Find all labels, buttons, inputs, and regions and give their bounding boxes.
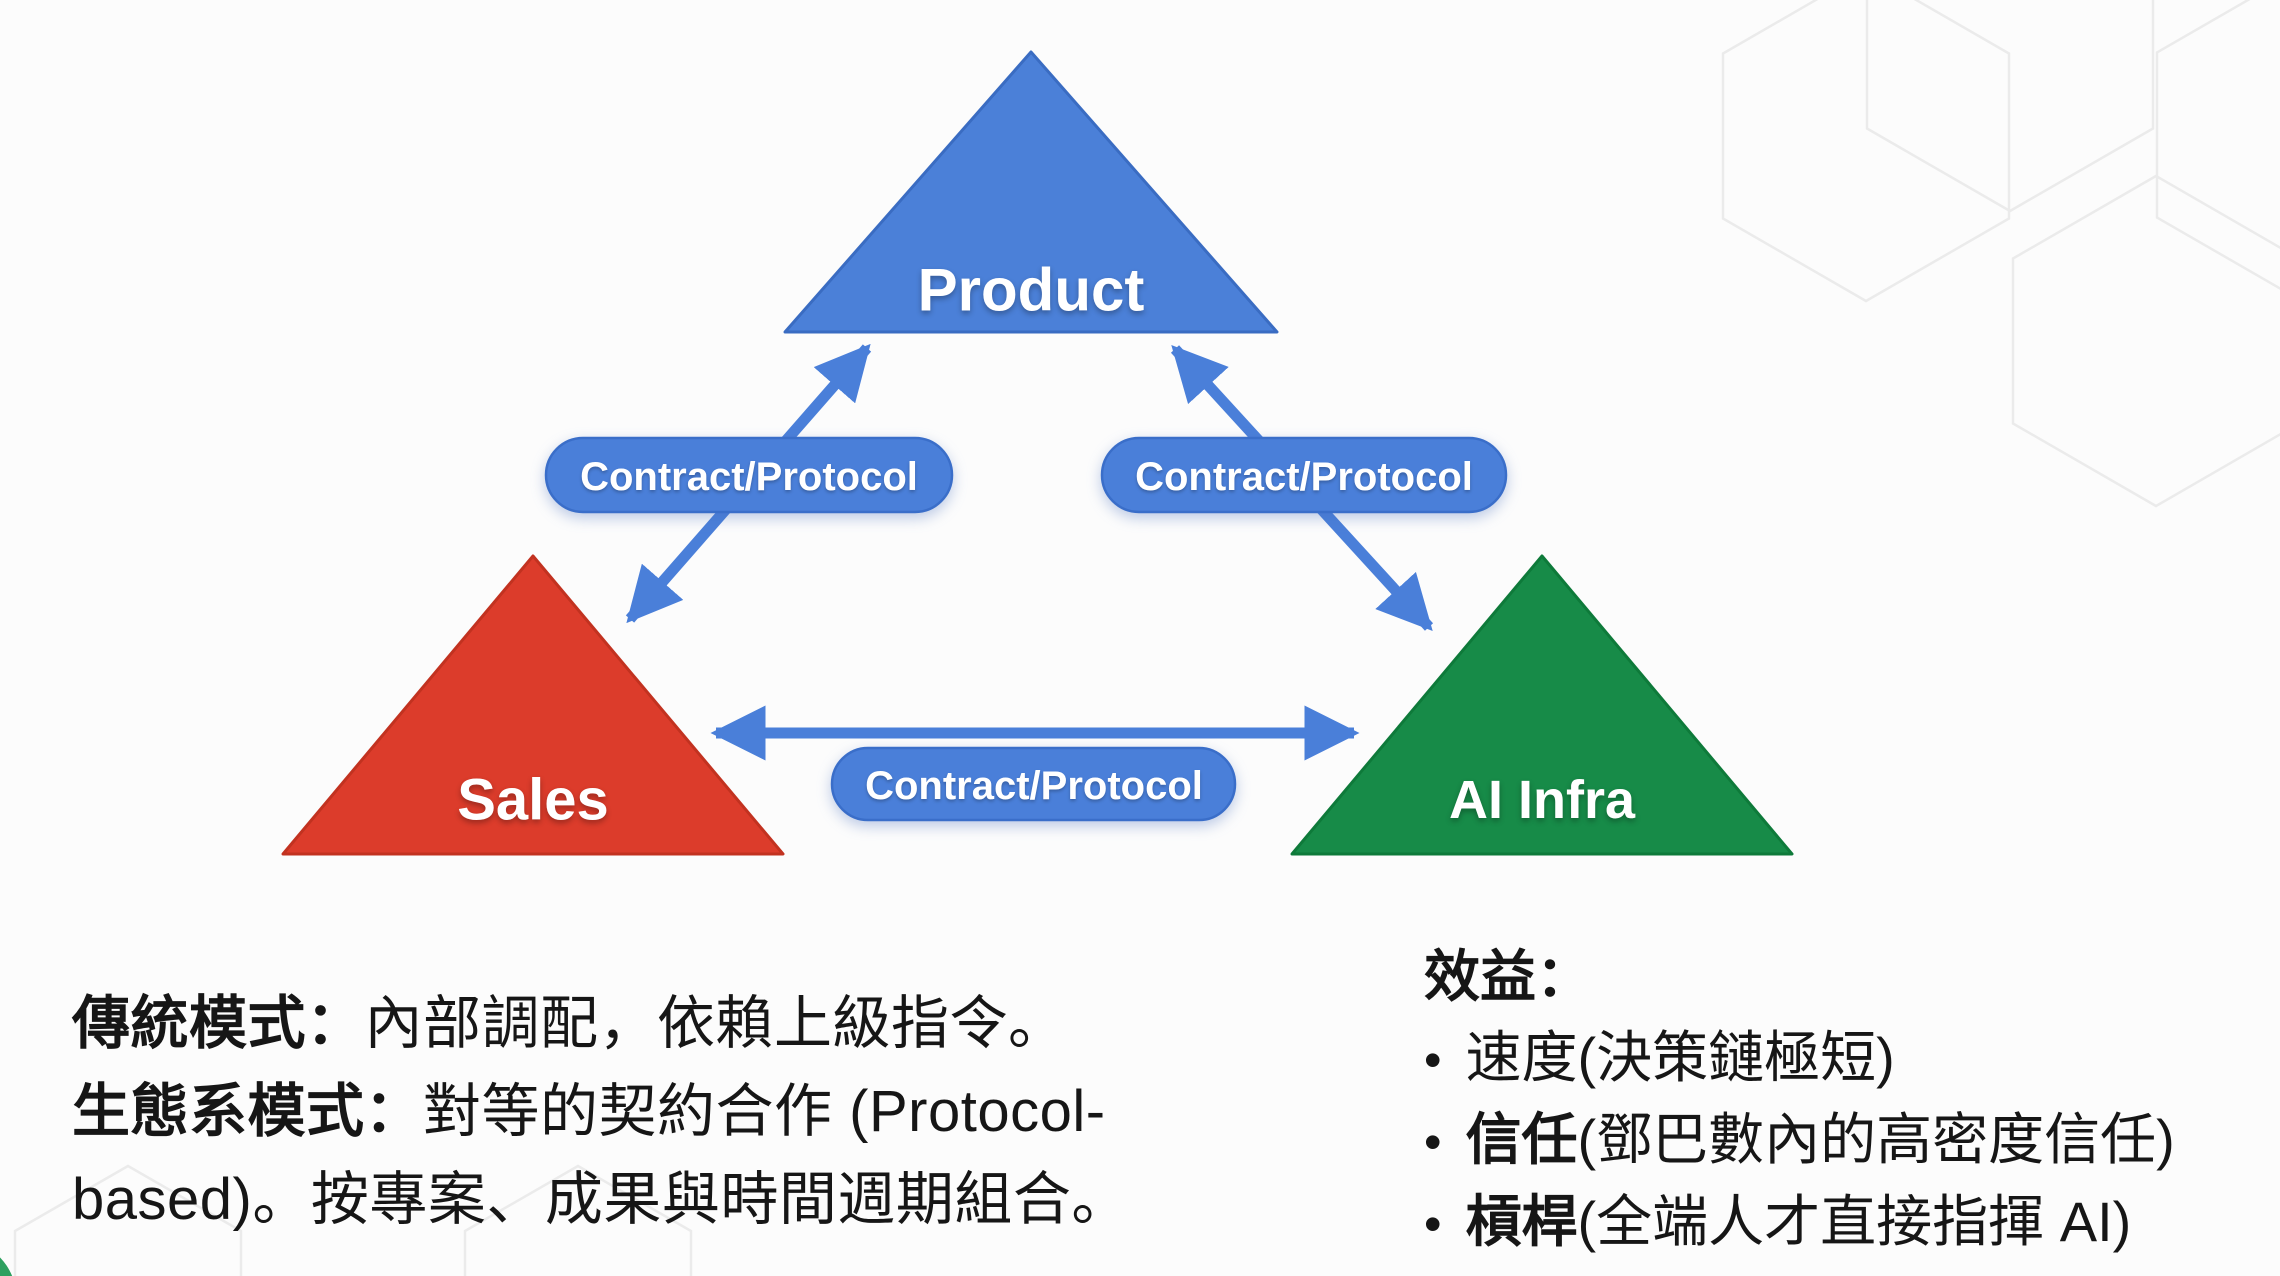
sales-label: Sales	[457, 768, 609, 833]
benefit-detail: (決策鏈極短)	[1577, 1026, 1895, 1089]
hexagon-outline	[13, 1164, 243, 1276]
benefit-detail: (鄧巴數內的高密度信任)	[1577, 1108, 2175, 1171]
traditional-mode-line: 傳統模式：內部調配，依賴上級指令。	[72, 980, 1130, 1068]
hex-cluster-top-right	[1721, 0, 2280, 508]
pill-background	[830, 746, 1237, 822]
corner-accent-shape	[0, 1257, 13, 1276]
pill-label: Contract/Protocol	[865, 764, 1203, 808]
bullet-icon: •	[1424, 1114, 1442, 1170]
benefit-term: 信任	[1465, 1108, 1578, 1171]
benefit-term: 槓桿	[1465, 1190, 1578, 1253]
node-ai-infra: AI Infra	[1290, 554, 1794, 856]
hexagon-outline	[2011, 174, 2280, 508]
benefits-title: 效益：	[1424, 945, 1592, 1008]
node-sales: Sales	[281, 554, 785, 856]
modes-note: 傳統模式：內部調配，依賴上級指令。 生態系模式：對等的契約合作 (Protoco…	[72, 980, 1130, 1244]
hexagon-outline	[1721, 0, 2011, 303]
ai-infra-triangle	[1290, 554, 1794, 856]
hexagon-outline	[463, 1164, 693, 1276]
pill-background	[544, 436, 954, 514]
ecosystem-mode-desc: 對等的契約合作 (Protocol-	[423, 1079, 1106, 1144]
benefits-list: 效益： • 速度 (決策鏈極短) • 信任 (鄧巴數內的高密度信任) • 槓桿 …	[1424, 936, 2175, 1264]
pill-label: Contract/Protocol	[1135, 455, 1473, 499]
product-label: Product	[918, 257, 1145, 324]
bullet-icon: •	[1424, 1196, 1442, 1252]
ecosystem-mode-desc-cont: based)。按專案、成果與時間週期組合。	[72, 1167, 1130, 1232]
pill-background	[1100, 436, 1508, 514]
ai-infra-label: AI Infra	[1449, 770, 1636, 830]
traditional-mode-desc: 內部調配，依賴上級指令。	[364, 991, 1067, 1056]
benefit-detail: (全端人才直接指揮 AI)	[1577, 1190, 2132, 1253]
hexagon-outline	[1865, 0, 2155, 213]
benefit-item-speed: • 速度 (決策鏈極短)	[1424, 1018, 2175, 1100]
bullet-icon: •	[1424, 1032, 1442, 1088]
benefit-item-leverage: • 槓桿 (全端人才直接指揮 AI)	[1424, 1182, 2175, 1264]
benefit-term: 速度	[1465, 1026, 1578, 1089]
pill-sales-ai-infra: Contract/Protocol	[830, 746, 1237, 822]
node-product: Product	[783, 50, 1279, 334]
ecosystem-mode-term: 生態系模式：	[72, 1079, 424, 1144]
pill-sales-product: Contract/Protocol	[544, 436, 954, 514]
pill-label: Contract/Protocol	[580, 455, 918, 499]
hex-cluster-bottom-left	[13, 1164, 693, 1276]
ecosystem-mode-line-2: based)。按專案、成果與時間週期組合。	[72, 1156, 1130, 1244]
traditional-mode-term: 傳統模式：	[72, 991, 365, 1056]
benefit-item-trust: • 信任 (鄧巴數內的高密度信任)	[1424, 1100, 2175, 1182]
sales-triangle	[281, 554, 785, 856]
hexagon-outline	[2155, 0, 2280, 290]
pill-product-ai-infra: Contract/Protocol	[1100, 436, 1508, 514]
product-triangle	[783, 50, 1279, 334]
ecosystem-mode-line: 生態系模式：對等的契約合作 (Protocol-	[72, 1068, 1130, 1156]
